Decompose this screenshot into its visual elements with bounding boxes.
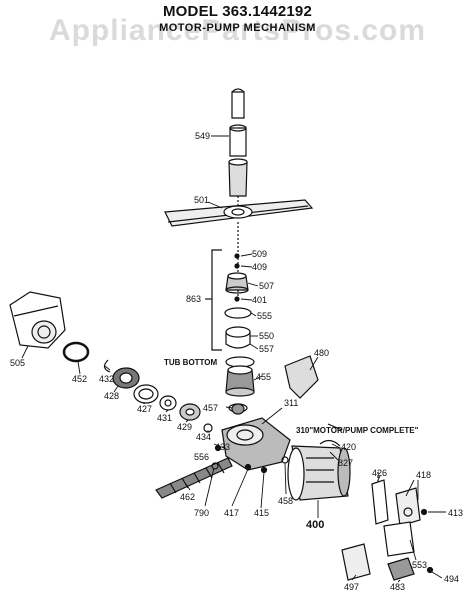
part-label: 827 [338,458,353,468]
model-title: MODEL 363.1442192 [162,3,313,20]
part-label: 420 [341,442,356,452]
part-label: 555 [257,311,272,321]
part-label: 501 [194,195,209,205]
part-label: 409 [252,262,267,272]
part-label: 462 [180,492,195,502]
leader-lines [21,135,446,583]
tub-bottom-label: TUB BOTTOM [164,358,218,367]
nut-790 [211,462,219,470]
part-label: 550 [259,331,274,341]
spring-part [103,359,111,373]
part-label: 401 [252,295,267,305]
gasket-ring-427 [133,384,159,404]
part-label: 415 [254,508,269,518]
part-label: 431 [157,413,172,423]
screw-415 [260,466,268,474]
part-label: 790 [194,508,209,518]
part-label: 509 [252,249,267,259]
part-label: 480 [314,348,329,358]
drain-guard-part [284,355,319,399]
clip-483 [387,557,415,581]
part-label: 429 [177,422,192,432]
mounting-plate-553 [383,521,415,557]
part-label: 432 [99,374,114,384]
diagram-subtitle: MOTOR-PUMP MECHANISM [159,22,316,34]
part-label: 549 [195,131,210,141]
part-label: 428 [104,391,119,401]
part-label: 483 [390,582,405,592]
part-label: 507 [259,281,274,291]
switch-assembly-418 [395,487,421,527]
part-label: 557 [259,344,274,354]
pump-seal-part [112,367,140,389]
bracket-426 [371,479,389,525]
lower-spray-arm-part [164,199,314,227]
part-label: 494 [444,574,459,584]
hose-clamp-part [62,341,90,363]
outlet-housing-part [9,291,66,349]
part-label: 863 [186,294,201,304]
part-label: 433 [215,442,230,452]
part-label: 452 [72,374,87,384]
pump-impeller-housing-part [225,365,255,397]
impeller-429 [179,403,201,421]
part-label: 427 [137,404,152,414]
part-label: 458 [278,496,293,506]
washer-431 [159,395,177,411]
part-label: 505 [10,358,25,368]
part-label: 455 [256,372,271,382]
screw-494 [426,566,434,574]
part-label: 426 [372,468,387,478]
pump-body-part [221,417,291,471]
part-label: 556 [194,452,209,462]
part-label: 413 [448,508,463,518]
capacitor-bracket-497 [341,543,371,581]
spray-arm-support-part [225,272,249,294]
part-label: 497 [344,582,359,592]
group-bracket-863 [211,249,222,351]
upper-spray-tube-part [228,88,248,197]
part-label: 418 [416,470,431,480]
seal-ring-part [224,307,252,319]
screw-417 [244,463,252,471]
part-label: 457 [203,403,218,413]
part-label: 400 [306,519,324,531]
screw-413 [420,508,428,516]
part-label: 434 [196,432,211,442]
motor-pump-complete-label: 310"MOTOR/PUMP COMPLETE" [296,426,419,435]
motor-wire-827 [319,439,341,447]
part-label: 417 [224,508,239,518]
part-label: 553 [412,560,427,570]
motor-part [287,445,351,501]
filter-housing-part [225,326,251,349]
part-label: 311 [284,398,298,408]
